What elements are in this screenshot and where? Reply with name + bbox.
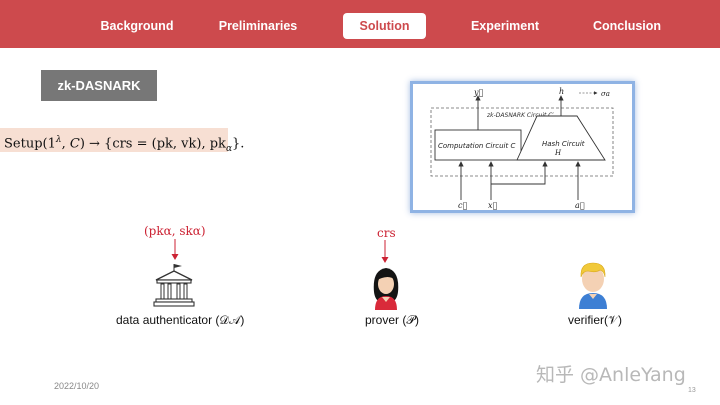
verifier-label: verifier(𝒱) <box>568 313 622 327</box>
setup-formula: Setup(1λ, C) → {crs = (pk, vk), pkα}. <box>0 128 244 154</box>
circuit-diagram: zk-DASNARK Circuit C′ Computation Circui… <box>410 81 635 213</box>
da-keys-label: (pkα, skα) <box>144 224 206 238</box>
prover-key-arrow <box>381 240 389 263</box>
sigma-label: σa <box>601 90 610 98</box>
hash-circuit-shape <box>516 115 606 161</box>
prover-keys-label: crs <box>377 226 396 240</box>
hash-h-label: H <box>554 149 562 157</box>
tab-background[interactable]: Background <box>100 19 174 33</box>
computation-circuit-box <box>434 129 522 161</box>
da-key-arrow <box>171 239 179 260</box>
output-h-label: h <box>559 87 564 96</box>
page-number: 13 <box>688 387 696 394</box>
circuit-diagram-svg: zk-DASNARK Circuit C′ Computation Circui… <box>430 87 614 210</box>
formula-lambda: λ <box>55 135 62 145</box>
output-y-label: y⃗ <box>473 88 484 97</box>
slide-date: 2022/10/20 <box>54 381 100 391</box>
tab-experiment[interactable]: Experiment <box>470 19 540 33</box>
prover-label: prover (𝒫) <box>365 313 419 327</box>
tab-conclusion[interactable]: Conclusion <box>592 19 662 33</box>
watermark: 知乎 @AnleYang <box>536 364 686 386</box>
input-c-label: c⃗ <box>458 201 467 210</box>
top-nav: Background Preliminaries Solution Experi… <box>0 0 720 48</box>
input-a-label: a⃗ <box>575 201 585 210</box>
tab-preliminaries[interactable]: Preliminaries <box>218 19 298 33</box>
formula-setup: Setup(1 <box>4 136 56 152</box>
formula-alpha: α <box>225 143 233 154</box>
input-x-label: x⃗ <box>488 201 498 210</box>
circuit-title: zk-DASNARK Circuit C′ <box>486 112 554 119</box>
bank-icon <box>153 264 195 307</box>
hash-label: Hash Circuit <box>542 140 585 148</box>
outer-circuit-box <box>430 107 614 177</box>
verifier-avatar-icon <box>579 262 607 309</box>
formula-sep: , <box>61 136 70 152</box>
input-x-branch <box>491 161 548 185</box>
formula-end: }. <box>232 136 245 152</box>
prover-avatar-icon <box>373 268 399 310</box>
section-title: zk-DASNARK <box>41 70 157 101</box>
formula-arrow: ) → {crs = (pk, vk), pk <box>79 136 226 152</box>
computation-label: Computation Circuit C <box>438 142 515 150</box>
da-label: data authenticator (𝒟𝒜) <box>116 313 245 327</box>
tab-solution[interactable]: Solution <box>343 13 426 39</box>
formula-circuit: C <box>69 136 80 152</box>
